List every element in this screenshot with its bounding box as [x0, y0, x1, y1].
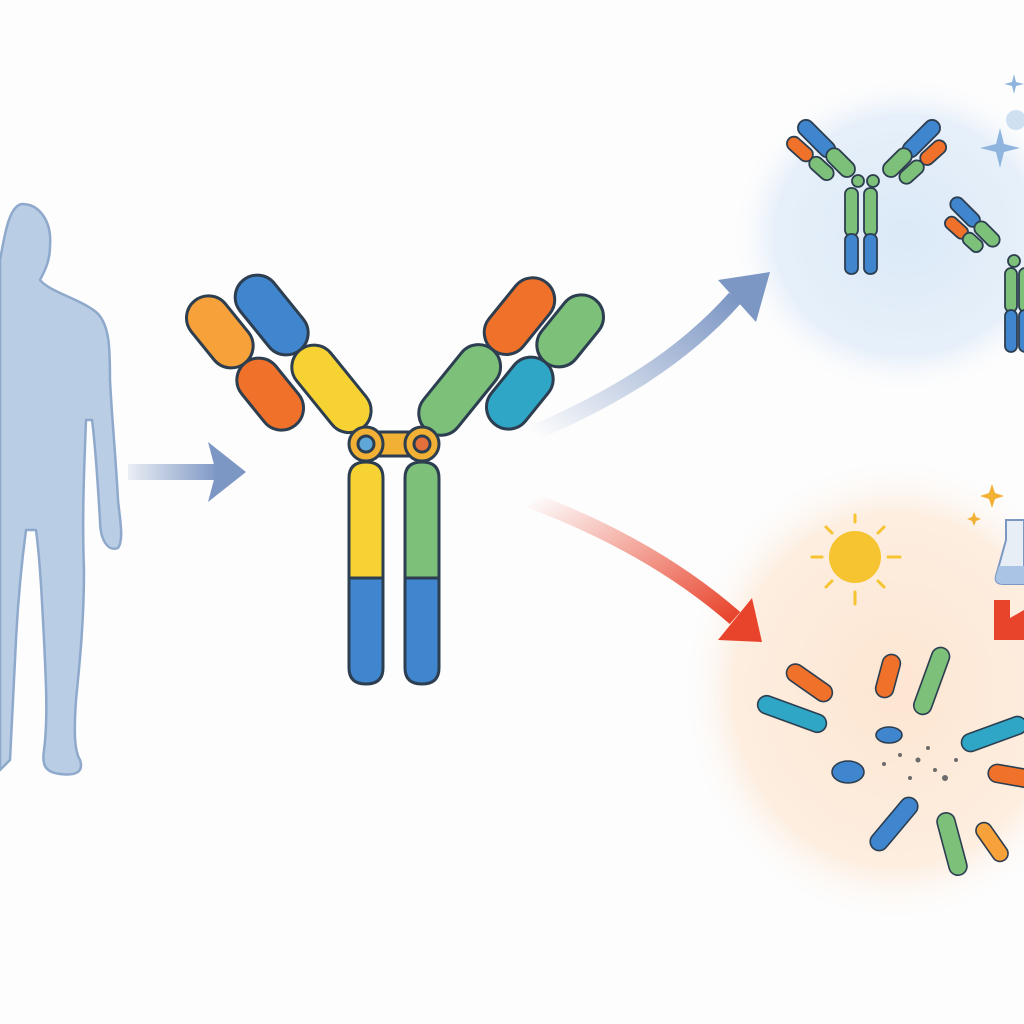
- sun-icon: [810, 513, 902, 606]
- sparkle-icon: [980, 74, 1024, 168]
- arrow-human-to-antibody: [128, 442, 246, 502]
- fragment: [874, 653, 902, 699]
- stable-antibodies-icon: [786, 119, 1024, 353]
- antibody-icon: [184, 273, 606, 686]
- fragment: [756, 694, 828, 734]
- degradation-zone-background: [680, 455, 1024, 925]
- small-antibody: [944, 196, 1024, 353]
- human-silhouette-icon: [0, 202, 123, 776]
- fragment: [875, 726, 903, 744]
- fragment: [936, 811, 968, 877]
- fragment: [869, 796, 919, 852]
- flask-icon: [967, 484, 1024, 585]
- small-antibody: [786, 119, 948, 275]
- fragment: [975, 821, 1009, 863]
- fragment: [960, 715, 1024, 753]
- arrow-to-stable-antibodies: [528, 272, 770, 442]
- fragment: [785, 663, 834, 703]
- antibody-fragments-icon: [756, 646, 1024, 877]
- debris: [882, 746, 958, 781]
- stress-arrow-icon: [994, 600, 1024, 640]
- arrow-to-degraded-antibody: [527, 492, 762, 642]
- fragment: [831, 760, 865, 784]
- fragment: [912, 646, 951, 716]
